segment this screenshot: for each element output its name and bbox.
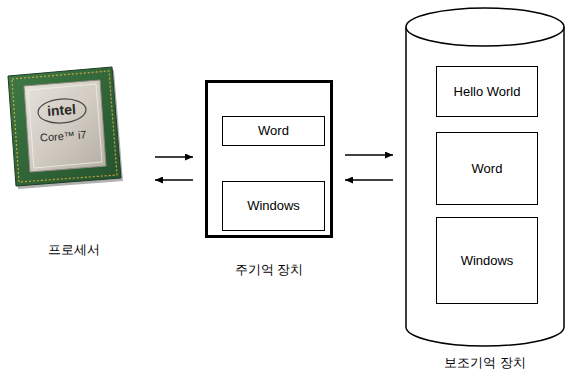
program-box: Word	[436, 132, 538, 205]
memory-box: WordWindows주기억 장치	[205, 80, 333, 238]
storage-cylinder: Hello WorldWordWindows보조기억 장치	[405, 7, 565, 347]
chip-marking: intel	[47, 101, 77, 119]
transfer-arrow	[155, 156, 193, 157]
program-box: Hello World	[436, 66, 538, 117]
chip-board	[8, 67, 121, 186]
transfer-arrow	[345, 154, 393, 155]
label-holder: 프로세서	[4, 242, 143, 258]
logo-oval	[37, 97, 87, 124]
program-name: Hello World	[454, 84, 521, 100]
cylinder-body	[406, 27, 564, 346]
program-box: Windows	[222, 181, 325, 231]
component-label: 프로세서	[4, 242, 143, 258]
label-holder: 주기억 장치	[235, 262, 304, 278]
transfer-arrow	[345, 179, 393, 180]
program-box: Word	[222, 116, 325, 146]
program-name: Word	[258, 123, 289, 139]
cylinder-top	[406, 8, 564, 46]
program-name: Windows	[461, 253, 514, 269]
program-name: Word	[472, 161, 503, 177]
component-label: 주기억 장치	[235, 262, 304, 278]
chip-pads	[12, 71, 117, 182]
processor-node: 프로세서	[4, 62, 143, 258]
program-box: Windows	[436, 217, 538, 304]
program-name: Windows	[247, 198, 300, 214]
transfer-arrow	[155, 179, 193, 180]
component-label: 보조기억 장치	[444, 355, 526, 371]
label-holder: 보조기억 장치	[444, 355, 526, 371]
heat-spreader	[24, 80, 106, 172]
spreader-bevel	[28, 84, 102, 168]
